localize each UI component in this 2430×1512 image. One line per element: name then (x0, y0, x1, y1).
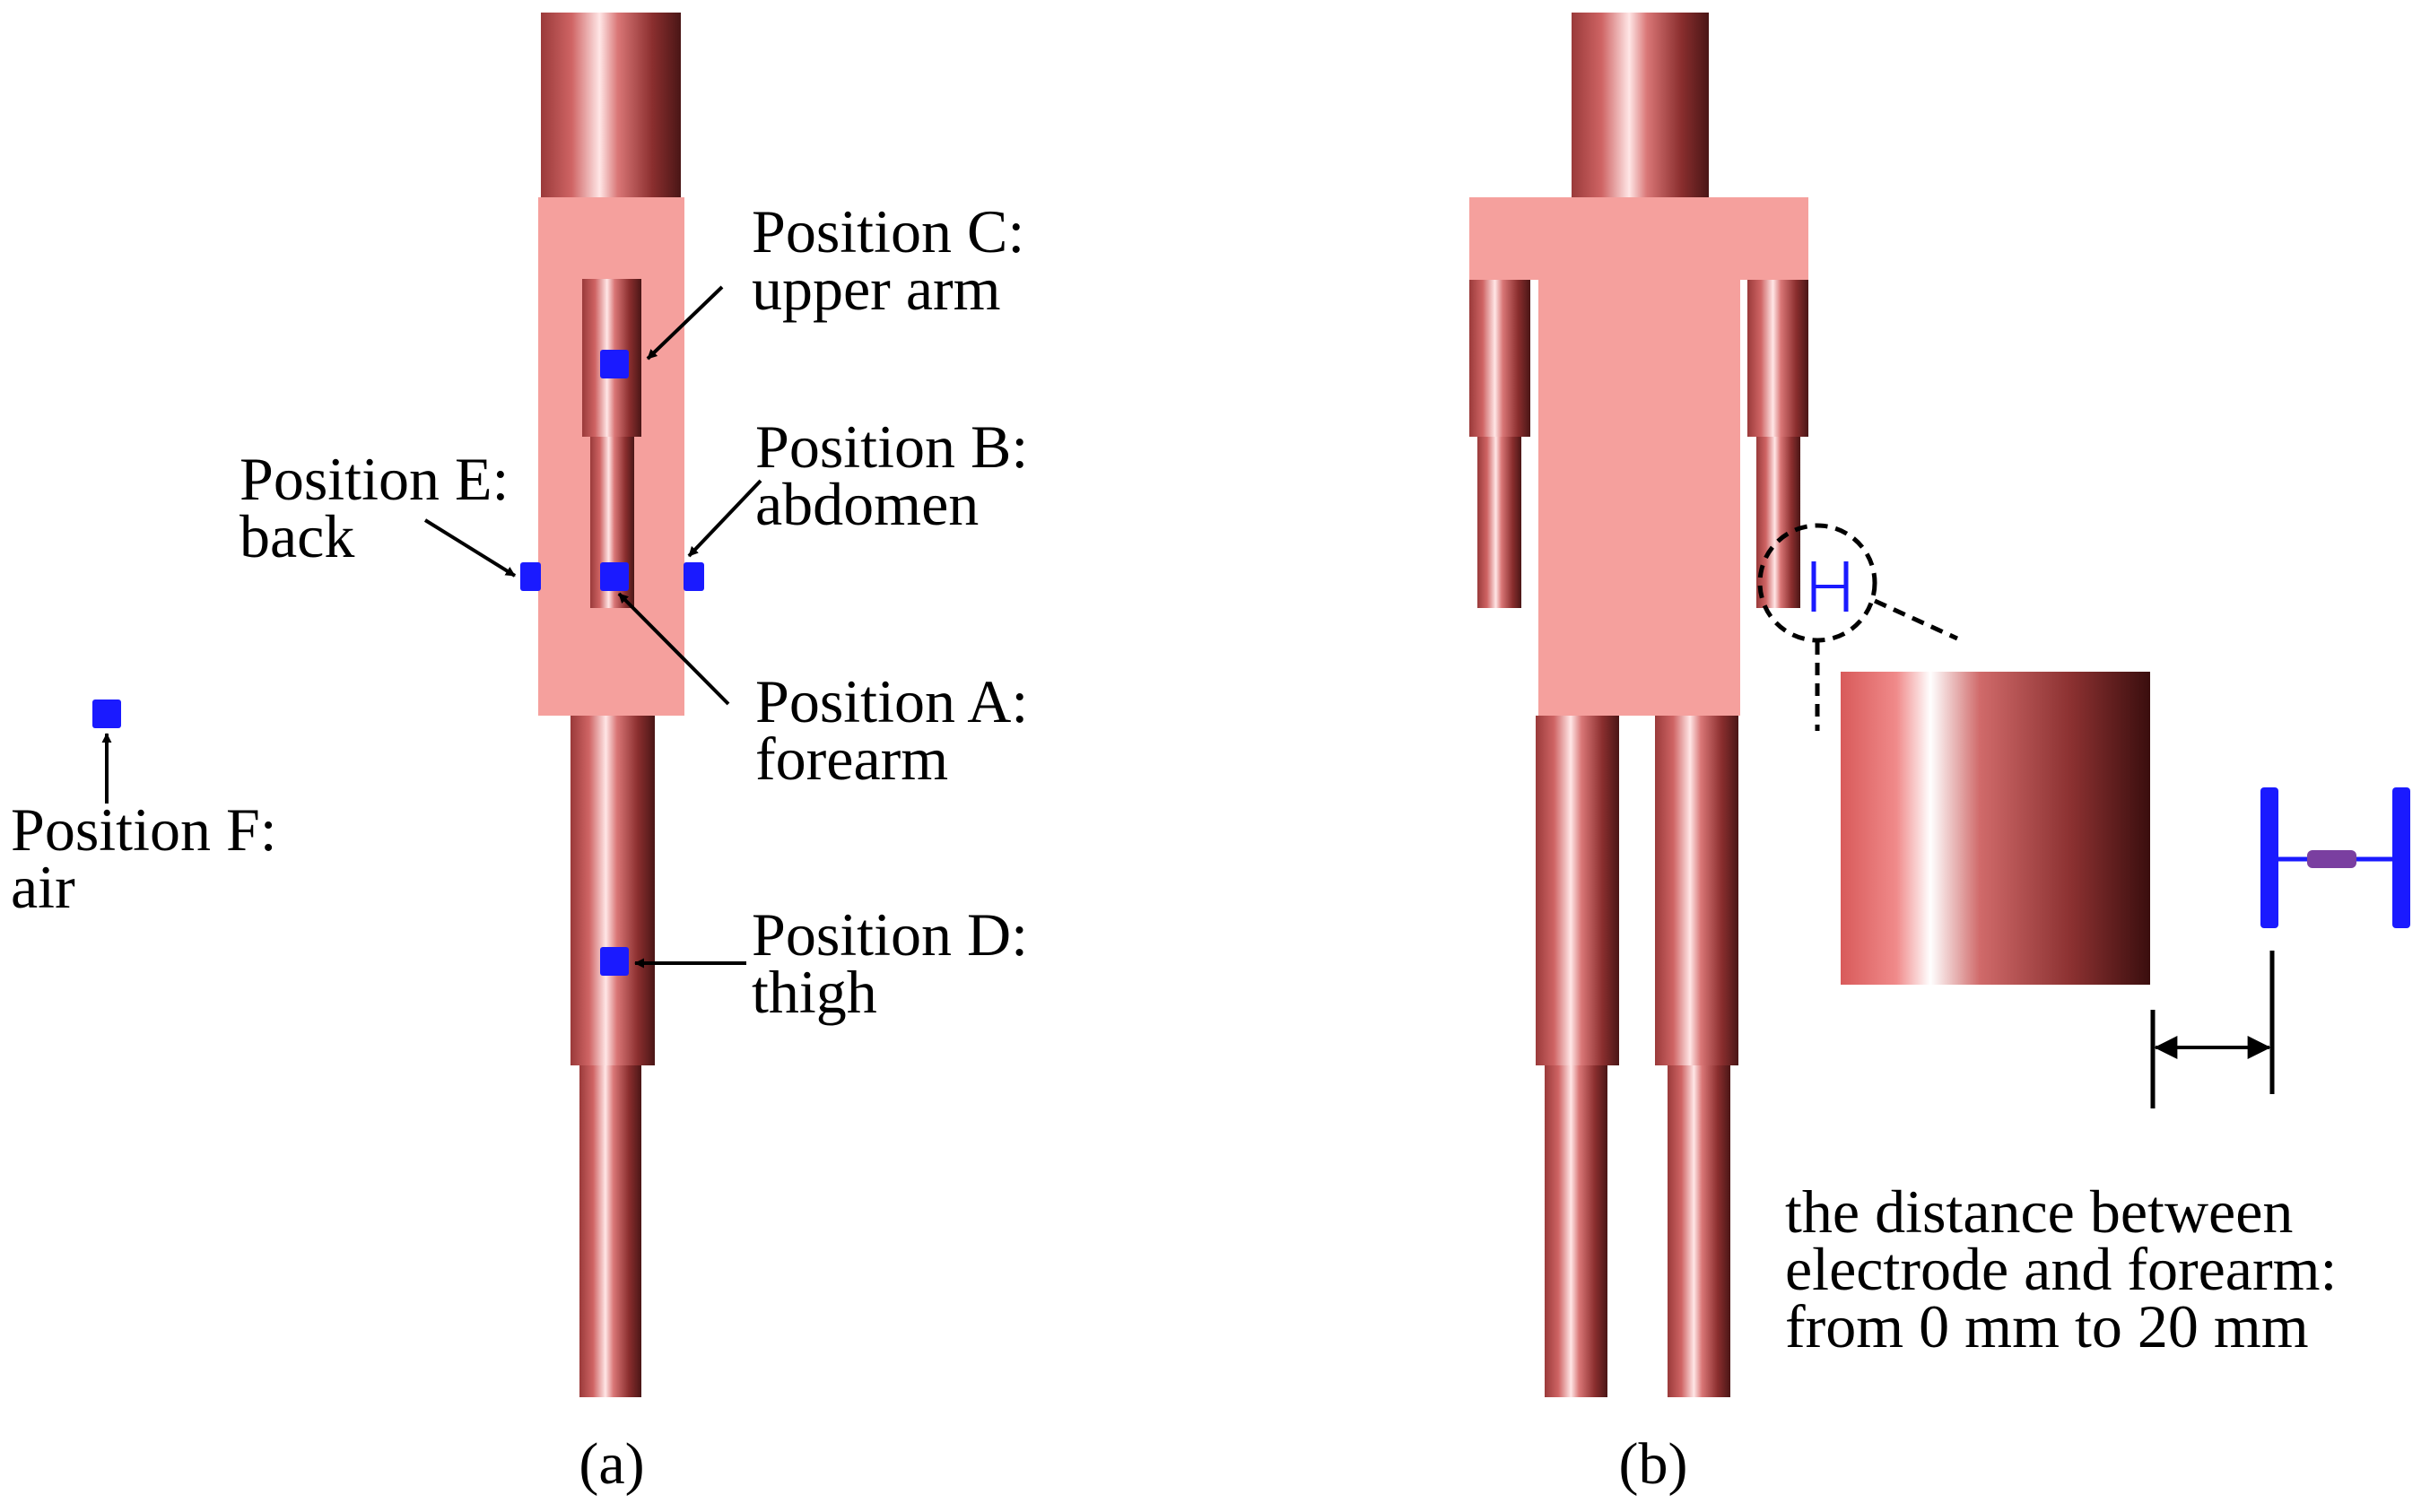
label-position-f-place: air (11, 853, 75, 921)
head-cylinder (541, 13, 681, 199)
electrode-position-d (600, 947, 629, 976)
arrow-position-b (687, 479, 762, 558)
arrow-position-c (646, 285, 724, 361)
arrow-position-a (617, 592, 730, 706)
distance-note-line-3: from 0 mm to 20 mm (1785, 1292, 2309, 1360)
label-position-a-place: forearm (755, 725, 948, 793)
arrow-position-e (423, 518, 517, 578)
caption-b: (b) (1619, 1431, 1688, 1497)
distance-note-line-1: the distance between (1785, 1177, 2293, 1246)
label-position-b-place: abdomen (755, 470, 979, 538)
right-upper-arm (1747, 279, 1808, 437)
label-position-e-place: back (240, 502, 354, 570)
label-position-b-title: Position B: (755, 413, 1028, 481)
electrode-connector (2307, 850, 2356, 868)
label-position-e-title: Position E: (240, 445, 509, 513)
label-position-c-place: upper arm (752, 255, 1001, 323)
label-position-c-title: Position C: (752, 197, 1024, 265)
left-forearm (1477, 437, 1521, 608)
electrode-symbol-large (2260, 787, 2410, 928)
right-lower-leg (1668, 1065, 1730, 1397)
torso-block-b (1538, 197, 1740, 716)
electrode-position-c (600, 350, 629, 378)
label-position-f-title: Position F: (11, 795, 277, 864)
electrode-position-a (600, 562, 629, 591)
left-upper-arm (1469, 279, 1530, 437)
distance-note-line-2: electrode and forearm: (1785, 1235, 2337, 1303)
head-cylinder-b (1572, 13, 1709, 199)
magnifier-circle (1757, 523, 1877, 643)
electrode-position-e (520, 562, 541, 591)
right-thigh (1655, 716, 1738, 1065)
panel-a: Position C: upper arm Position B: abdome… (11, 13, 1028, 1497)
label-position-d-place: thigh (752, 958, 877, 1026)
electrode-position-b (684, 562, 704, 591)
left-lower-leg (1545, 1065, 1607, 1397)
panel-b: the distance between electrode and forea… (1469, 13, 2410, 1497)
right-forearm (1756, 437, 1800, 608)
thigh-cylinder (570, 716, 655, 1065)
lower-leg-cylinder (579, 1065, 641, 1397)
electrode-symbol-small (1811, 561, 1849, 612)
caption-a: (a) (579, 1431, 644, 1497)
zoomed-forearm (1841, 672, 2150, 985)
label-position-a-title: Position A: (755, 667, 1028, 735)
electrode-position-f (92, 700, 121, 728)
magnifier-line-right (1873, 598, 1959, 641)
label-position-d-title: Position D: (752, 900, 1028, 969)
left-thigh (1536, 716, 1619, 1065)
